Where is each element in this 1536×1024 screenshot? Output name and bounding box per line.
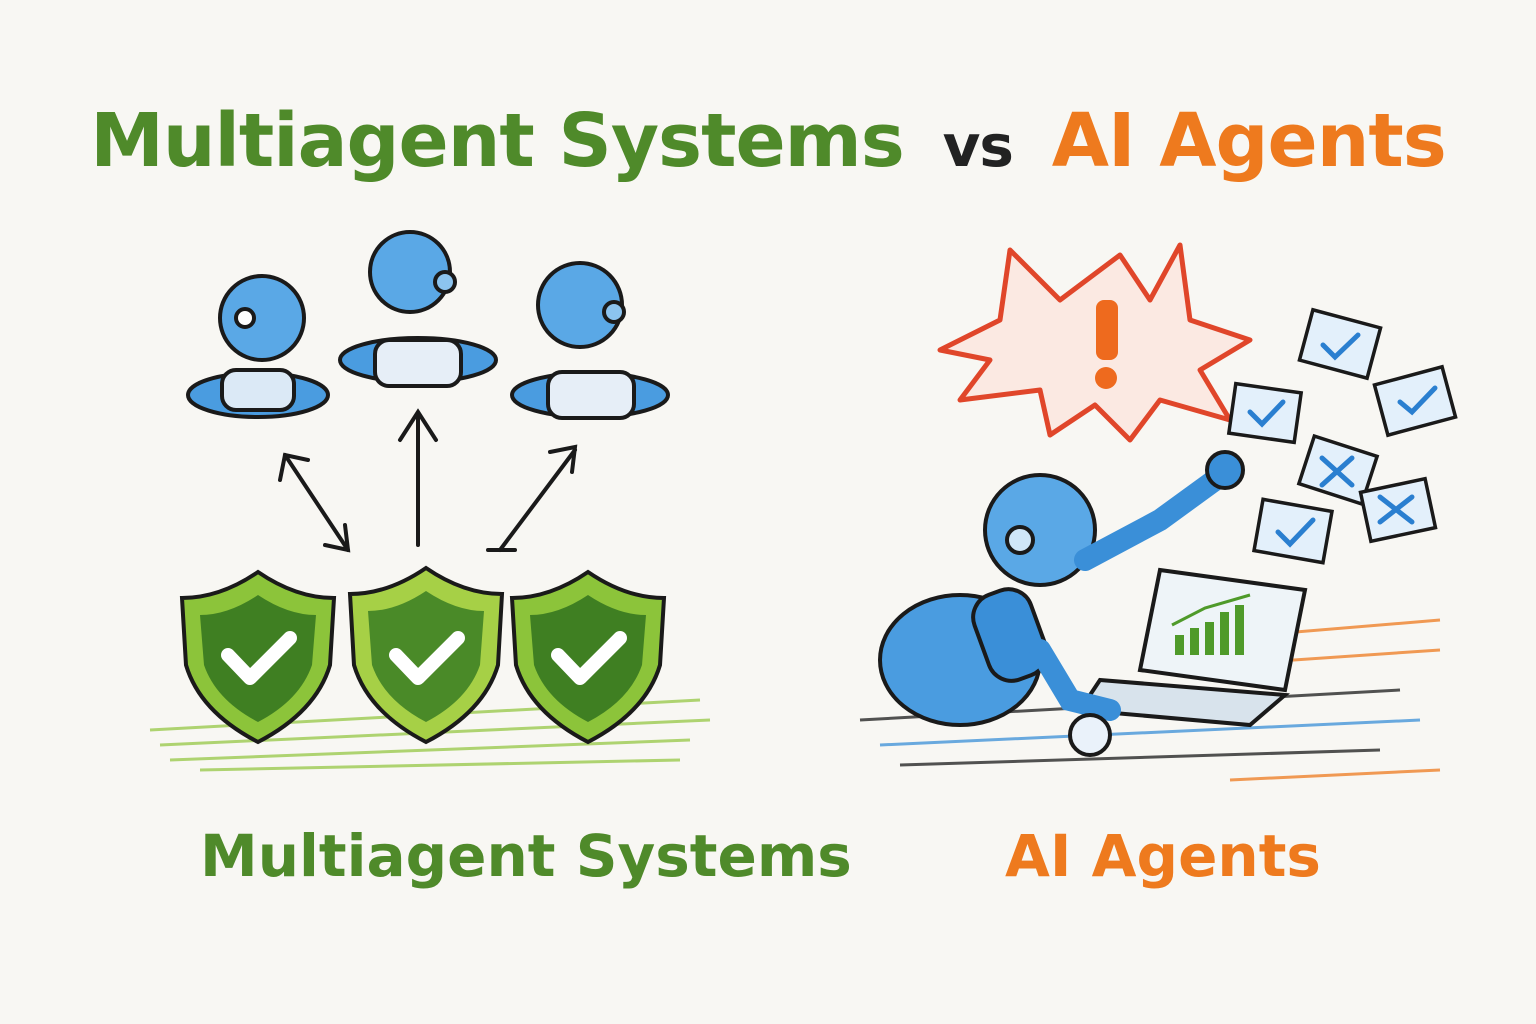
shield-check-icon	[347, 565, 505, 745]
shield-check-icon	[179, 569, 337, 745]
shield-check-icon	[509, 569, 667, 745]
robot-icon	[186, 274, 330, 419]
arrow-icon	[278, 408, 578, 553]
title-right: AI Agents	[1051, 98, 1447, 184]
title-left: Multiagent Systems	[90, 98, 905, 184]
check-marks	[1247, 332, 1438, 548]
title-vs: vs	[942, 112, 1014, 180]
label-multiagent-systems: Multiagent Systems	[200, 822, 852, 890]
robot-icon	[510, 261, 670, 420]
laptop-chart-icon	[1076, 567, 1308, 728]
robot-icon	[338, 230, 498, 388]
page-title: Multiagent Systems vs AI Agents	[0, 98, 1536, 184]
warning-burst-icon	[937, 242, 1253, 443]
robot-icon	[878, 450, 1245, 757]
label-ai-agents: AI Agents	[1005, 822, 1321, 890]
